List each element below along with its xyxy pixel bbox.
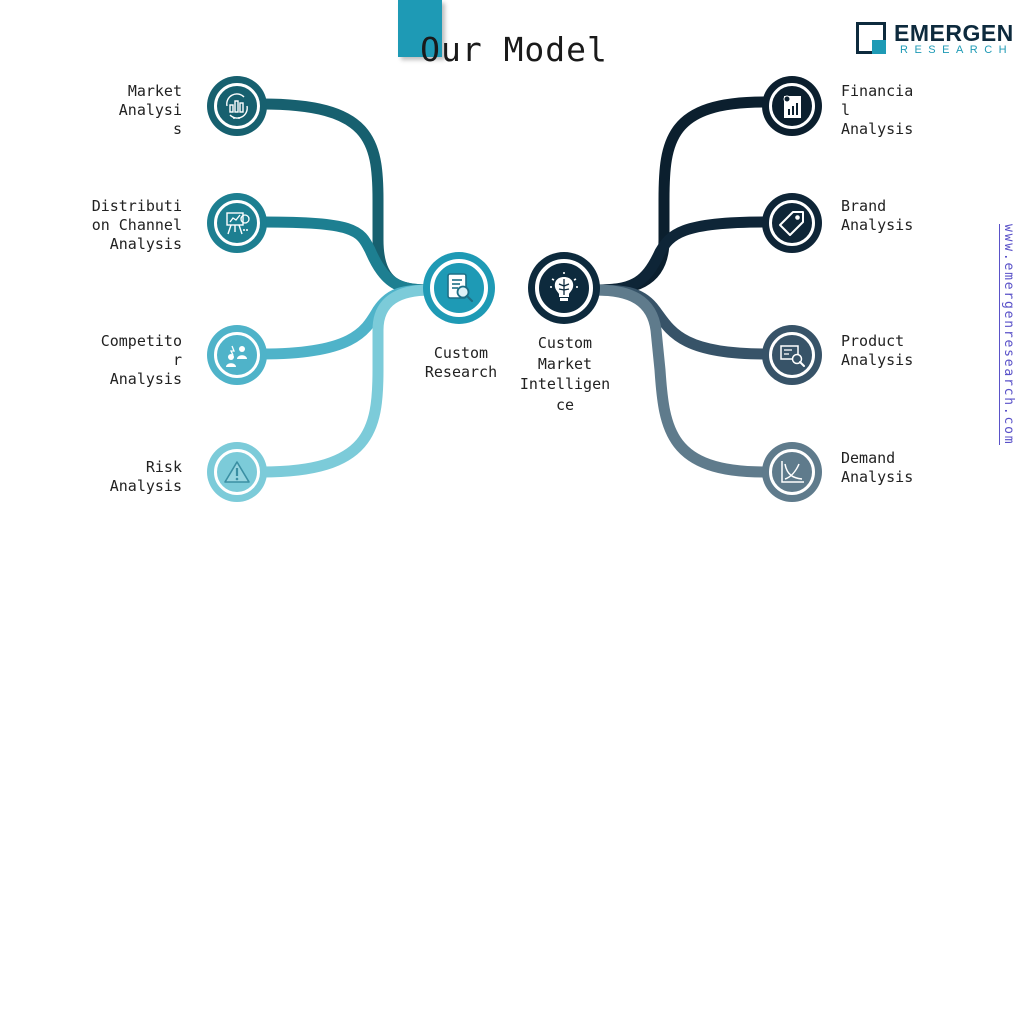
branch-line-competitor (256, 284, 436, 360)
title-accent-block (398, 0, 442, 57)
node-brand-analysis (762, 193, 822, 253)
tag-icon (779, 211, 804, 236)
branch-label-financial: Financia l Analysis (841, 82, 914, 138)
website-url: www.emergenresearch.com (999, 224, 1016, 446)
branch-line-distribution (256, 216, 436, 296)
branch-label-product: Product Analysis (841, 332, 914, 369)
node-distribution-channel-analysis (207, 193, 267, 253)
branch-label-distribution: Distributi on Channel Analysis (91, 197, 182, 253)
emergen-research-logo: EMERGEN RESEARCH (856, 20, 1013, 60)
logo-word: EMERGEN (894, 20, 1014, 46)
branch-label-demand: Demand Analysis (841, 449, 914, 486)
page-title: Our Model (420, 30, 608, 69)
competitors-icon (226, 345, 247, 367)
logo-subword: RESEARCH (900, 44, 1014, 56)
hub-custom-market-intelligence (528, 252, 600, 324)
hub-custom-research-label: Custom Research (424, 344, 498, 381)
branch-line-financial (590, 96, 770, 296)
branch-line-brand (590, 216, 770, 296)
presentation-board-icon (226, 212, 250, 235)
branch-label-competitor: Competito r Analysis (100, 332, 182, 388)
node-market-analysis (207, 76, 267, 136)
brain-bulb-icon (550, 272, 578, 301)
branch-line-demand (590, 284, 770, 478)
branch-label-market: Market Analysi s (118, 82, 182, 138)
branch-label-risk: Risk Analysis (109, 458, 182, 495)
demand-curve-icon (781, 461, 804, 483)
branch-label-brand: Brand Analysis (841, 197, 914, 234)
financial-report-icon (783, 95, 801, 118)
logo-mark (856, 22, 886, 54)
document-search-icon (447, 273, 474, 303)
node-risk-analysis (207, 442, 267, 502)
branch-line-risk (256, 284, 436, 478)
node-demand-analysis (762, 442, 822, 502)
node-financial-analysis (762, 76, 822, 136)
hub-custom-research (423, 252, 495, 324)
branch-line-product (590, 284, 770, 360)
hub-custom-market-intelligence-label: Custom Market Intelligen ce (519, 334, 611, 414)
market-chart-icon (226, 93, 248, 119)
node-competitor-analysis (207, 325, 267, 385)
warning-icon (224, 461, 250, 483)
product-search-icon (780, 345, 805, 367)
node-product-analysis (762, 325, 822, 385)
branch-line-market (256, 98, 436, 296)
